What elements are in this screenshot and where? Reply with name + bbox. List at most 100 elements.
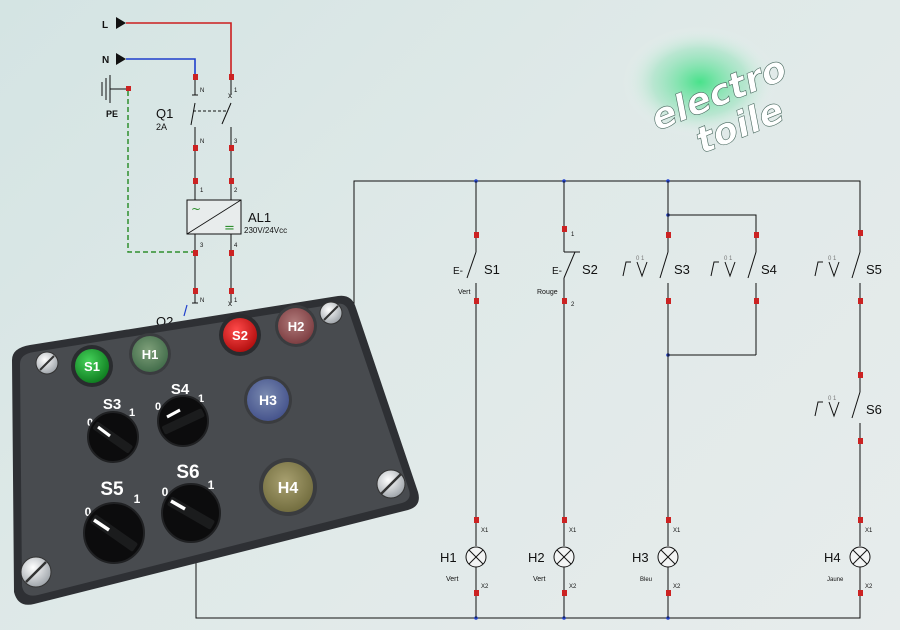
s2-pushbutton-icon: E- bbox=[552, 266, 562, 277]
svg-text:1: 1 bbox=[198, 393, 204, 405]
svg-text:1: 1 bbox=[129, 407, 135, 419]
s1-pushbutton-icon: E- bbox=[453, 266, 463, 277]
psu-name: AL1 bbox=[248, 210, 271, 225]
earth-icon bbox=[101, 75, 128, 103]
svg-text:N: N bbox=[200, 298, 204, 304]
h2-indicator-lamp: H2 bbox=[275, 305, 317, 347]
svg-text:X1: X1 bbox=[865, 528, 873, 534]
h3-color: Bleu bbox=[640, 577, 652, 583]
svg-text:3: 3 bbox=[200, 243, 204, 249]
svg-text:0 1: 0 1 bbox=[636, 256, 645, 262]
svg-text:0: 0 bbox=[155, 401, 161, 413]
svg-text:3: 3 bbox=[234, 139, 238, 145]
svg-text:S3: S3 bbox=[103, 396, 121, 413]
s6-selector-icon bbox=[814, 401, 823, 417]
svg-text:4: 4 bbox=[234, 243, 238, 249]
svg-text:0 1: 0 1 bbox=[828, 256, 837, 262]
h2-label: H2 bbox=[528, 550, 545, 565]
svg-text:X2: X2 bbox=[865, 584, 873, 590]
s3-selector-switch[interactable]: S3 0 1 bbox=[87, 396, 139, 463]
h1-indicator-lamp: H1 bbox=[129, 333, 171, 375]
h4-color: Jaune bbox=[827, 577, 844, 583]
svg-text:X1: X1 bbox=[481, 528, 489, 534]
svg-text:0: 0 bbox=[162, 485, 169, 499]
h4-lamp-label: H4 bbox=[278, 480, 299, 497]
svg-text:X2: X2 bbox=[481, 584, 489, 590]
s2-pushbutton[interactable]: S2 bbox=[219, 314, 261, 356]
h2-lamp-label: H2 bbox=[288, 319, 305, 334]
h1-color: Vert bbox=[446, 576, 459, 583]
s2-label: S2 bbox=[582, 262, 598, 277]
svg-text:1: 1 bbox=[234, 298, 238, 304]
s5-selector-icon bbox=[814, 261, 823, 277]
svg-text:1: 1 bbox=[234, 88, 238, 94]
h1-label: H1 bbox=[440, 550, 457, 565]
h4-indicator-lamp: H4 bbox=[259, 458, 317, 516]
svg-text:X1: X1 bbox=[569, 528, 577, 534]
neutral-arrow-icon bbox=[116, 53, 126, 65]
control-panel: S1 H1 S2 H2 H3 H4 bbox=[12, 295, 419, 605]
svg-text:2: 2 bbox=[234, 188, 238, 194]
h3-indicator-lamp: H3 bbox=[244, 376, 292, 424]
control-rails bbox=[195, 179, 861, 620]
s1-label: S1 bbox=[484, 262, 500, 277]
s2-color: Rouge bbox=[537, 289, 558, 296]
svg-text:1: 1 bbox=[571, 232, 575, 238]
s1-button-label: S1 bbox=[84, 359, 100, 374]
svg-text:S5: S5 bbox=[100, 479, 124, 500]
svg-text:1: 1 bbox=[200, 188, 204, 194]
s3-label: S3 bbox=[674, 262, 690, 277]
line-wire bbox=[126, 22, 232, 75]
s4-label: S4 bbox=[761, 262, 777, 277]
breaker-rating: 2A bbox=[156, 122, 167, 132]
svg-text:0: 0 bbox=[87, 417, 93, 429]
h4-label: H4 bbox=[824, 550, 841, 565]
s3-selector-icon bbox=[622, 261, 631, 277]
svg-text:N: N bbox=[200, 88, 204, 94]
breaker-q1: N 1 x Q1 2A N 3 bbox=[156, 74, 238, 178]
svg-text:1: 1 bbox=[134, 492, 141, 506]
svg-text:S4: S4 bbox=[171, 381, 190, 398]
psu-rating: 230V/24Vcc bbox=[244, 226, 287, 235]
svg-text:N: N bbox=[200, 139, 204, 145]
branch-s5-s6-h4: 0 1 S5 0 1 S6 X1 H4 Jaune X2 bbox=[814, 230, 882, 596]
svg-text:X2: X2 bbox=[673, 584, 681, 590]
svg-text:0 1: 0 1 bbox=[828, 396, 837, 402]
earth-wire bbox=[127, 91, 195, 253]
h3-label: H3 bbox=[632, 550, 649, 565]
svg-text:0: 0 bbox=[85, 505, 92, 519]
s6-selector-switch[interactable]: S6 0 1 bbox=[161, 462, 221, 543]
svg-text:x: x bbox=[228, 299, 232, 308]
s5-selector-switch[interactable]: S5 0 1 bbox=[83, 479, 145, 564]
supply-section: L N PE bbox=[101, 17, 232, 253]
h2-color: Vert bbox=[533, 576, 546, 583]
ac-icon: ~ bbox=[191, 202, 201, 216]
earth-label: PE bbox=[106, 109, 118, 119]
svg-text:X2: X2 bbox=[569, 584, 577, 590]
h1-lamp-label: H1 bbox=[142, 347, 159, 362]
power-supply-al1: 1 2 ~ = AL1 230V/24Vcc 3 4 bbox=[186, 178, 287, 288]
s5-label: S5 bbox=[866, 262, 882, 277]
neutral-label: N bbox=[102, 55, 109, 66]
screw-icon-top-right bbox=[319, 301, 343, 325]
breaker-cross-icon: x bbox=[228, 91, 232, 100]
electrotoile-logo: electro toile bbox=[622, 26, 793, 163]
s6-label: S6 bbox=[866, 402, 882, 417]
h3-lamp-label: H3 bbox=[259, 392, 277, 408]
s4-selector-icon bbox=[710, 261, 719, 277]
line-arrow-icon bbox=[116, 17, 126, 29]
breaker-name: Q1 bbox=[156, 106, 173, 121]
branch-s2-h2: 1 E- S2 Rouge 2 X1 H2 Vert X2 bbox=[528, 181, 598, 618]
screw-icon-top-left bbox=[35, 351, 59, 375]
svg-text:X1: X1 bbox=[673, 528, 681, 534]
s4-selector-switch[interactable]: S4 0 1 bbox=[155, 381, 209, 447]
screw-icon-bottom-left bbox=[20, 556, 52, 588]
svg-text:S6: S6 bbox=[176, 462, 199, 483]
svg-text:2: 2 bbox=[571, 302, 575, 308]
s1-color: Vert bbox=[458, 289, 471, 296]
s1-pushbutton[interactable]: S1 bbox=[71, 345, 113, 387]
earth-terminal bbox=[126, 86, 131, 91]
screw-icon-bottom-right bbox=[376, 469, 406, 499]
